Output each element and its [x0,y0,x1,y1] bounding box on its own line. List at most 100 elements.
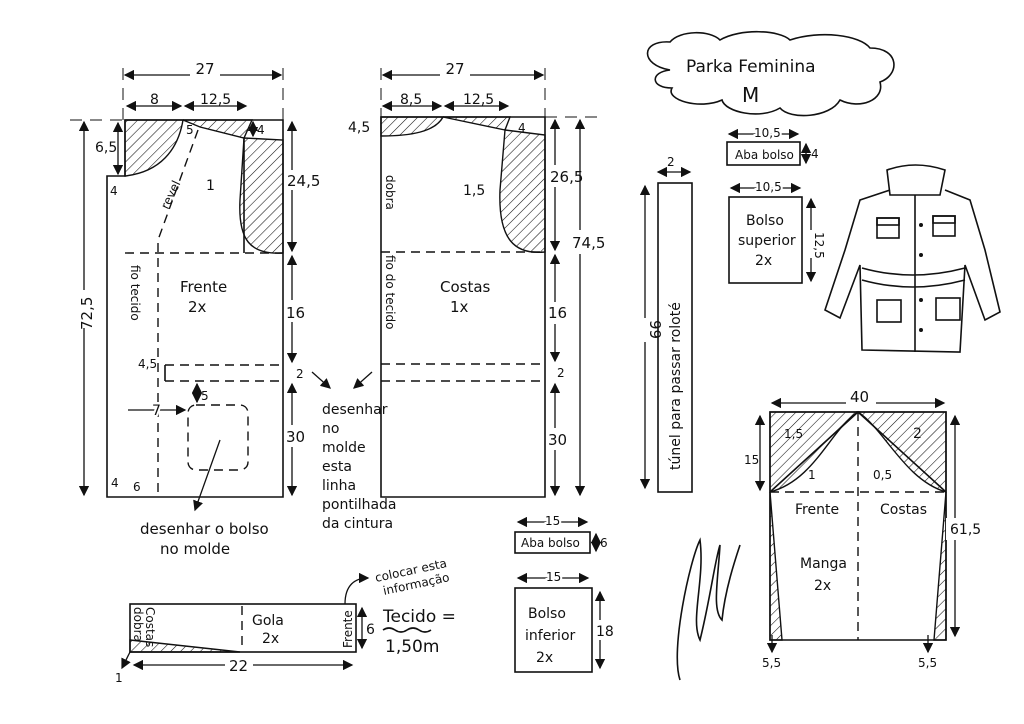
pocket-note: desenhar o bolso [140,520,269,538]
front-total-height: 72,5 [78,297,96,330]
flap-top-width: 10,5 [754,126,781,140]
back-fold: dobra [383,175,397,210]
front-pocket-top: 5 [201,389,209,403]
collar-fold-label: dobra [131,607,145,642]
front-width: 27 [195,60,214,78]
front-waist-width: 2 [296,367,304,381]
tunnel-width: 2 [667,155,675,169]
collar-piece: Costas dobra Gola 2x Frente 6 22 1 [115,572,375,685]
back-label: Costas [440,278,491,296]
note-line: pontilhada [322,497,397,513]
flap-bottom-width: 15 [545,514,560,528]
sleeve-front-curve: 1,5 [784,427,803,441]
pocket-bottom-height: 18 [596,624,614,640]
note-line: no [322,421,339,437]
sleeve-back-label: Costas [880,502,927,518]
front-label: Frente [180,278,227,296]
front-neck-small: 5 [186,123,194,137]
front-grain: fio tecido [128,265,142,321]
collar-back-label: Costas [143,607,157,647]
flap-top-label: Aba bolso [735,148,794,162]
sleeve-taper-left: 5,5 [762,656,781,670]
collar-label: Gola [252,613,284,629]
back-waist-width: 2 [557,366,565,380]
pocket-bottom-width: 15 [546,570,561,584]
flap-bottom-height: 6 [600,536,608,550]
front-bottom-pocket: 6 [133,480,141,494]
title-cloud: Parka Feminina M [646,30,895,117]
sleeve-piece: 40 1,5 1 2 0,5 15 61,5 Frente Costas Man… [744,385,981,670]
front-neck-width: 8 [150,92,159,108]
collar-drop: 1 [115,671,123,685]
front-bottom-ext: 4 [111,476,119,490]
front-neck-drop: 6,5 [95,140,117,156]
front-neck-hatch [124,119,184,177]
front-dart: 1 [206,178,215,194]
sleeve-taper-right: 5,5 [918,656,937,670]
revel-label: revel [158,178,183,211]
front-shoulder-width: 12,5 [200,92,231,108]
note-line: molde [322,440,366,456]
pocket-note: no molde [160,540,230,558]
back-middle-height: 16 [548,304,567,322]
flap-bottom-label: Aba bolso [521,536,580,550]
front-count: 2x [188,298,207,316]
sleeve-back-in: 0,5 [873,468,892,482]
back-count: 1x [450,298,469,316]
front-waist-offset: 4,5 [138,357,157,371]
flap-bottom-piece: 15 Aba bolso 6 [514,512,608,554]
tunnel-label: túnel para passar roloté [668,302,684,470]
back-shoulder-width: 12,5 [463,92,494,108]
sleeve-label: Manga [800,556,847,572]
back-armhole-height: 26,5 [550,168,583,186]
note-line: da cintura [322,516,393,532]
back-neck-drop: 4,5 [348,120,370,136]
pocket-top-piece: 10,5 Bolso superior 2x 12,5 [728,178,826,284]
front-middle-height: 16 [286,304,305,322]
pocket-top-label: superior [738,233,796,249]
back-shoulder-drop: 4 [518,121,526,135]
flap-top-piece: 10,5 Aba bolso 4 [726,124,819,166]
front-piece: 27 8 12,5 6,5 4 5 4 revel 1 24,5 72,5 Fr… [70,60,320,512]
tunnel-length: 99 [646,320,664,339]
pocket-bottom-label: inferior [525,628,576,644]
parka-illustration [824,164,1001,353]
sleeve-back-curve: 2 [913,426,922,442]
waist-note: desenhar no molde esta linha pontilhada … [311,371,397,532]
note-line: linha [322,478,356,494]
back-dart: 1,5 [463,183,485,199]
signature [676,537,741,681]
sleeve-front-label: Frente [795,502,839,518]
sleeve-width: 40 [850,388,869,406]
note-line: esta [322,459,352,475]
back-piece: 27 8,5 12,5 4,5 4 1,5 dobra fio do tecid… [348,60,606,498]
pocket-top-count: 2x [755,253,772,269]
back-total-height: 74,5 [572,234,605,252]
sleeve-count: 2x [814,578,831,594]
note-line: desenhar [322,402,388,418]
fabric-note: colocar esta informação Tecido = 1,50m [374,556,456,657]
fabric-amount: 1,50m [385,637,439,657]
pocket-top-width: 10,5 [755,180,782,194]
sleeve-front-in: 1 [808,468,816,482]
front-armhole-height: 24,5 [287,172,320,190]
pocket-bottom-count: 2x [536,650,553,666]
back-width: 27 [445,60,464,78]
pocket-bottom-piece: 15 Bolso inferior 2x 18 [514,568,614,673]
pocket-top-height: 12,5 [812,232,826,259]
flap-top-height: 4 [811,147,819,161]
collar-front-label: Frente [341,610,355,648]
tunnel-piece: 2 túnel para passar roloté 99 [636,155,693,493]
collar-width: 22 [229,657,248,675]
sleeve-cap-height: 15 [744,453,759,467]
pocket-top-label: Bolso [746,213,784,229]
fabric-label: Tecido = [382,607,456,627]
front-shoulder-drop: 4 [257,123,265,137]
collar-count: 2x [262,631,279,647]
collar-height: 6 [366,622,375,638]
pocket-bottom-label: Bolso [528,606,566,622]
title: Parka Feminina [686,57,816,77]
front-lower-height: 30 [286,428,305,446]
size-label: M [742,83,759,107]
